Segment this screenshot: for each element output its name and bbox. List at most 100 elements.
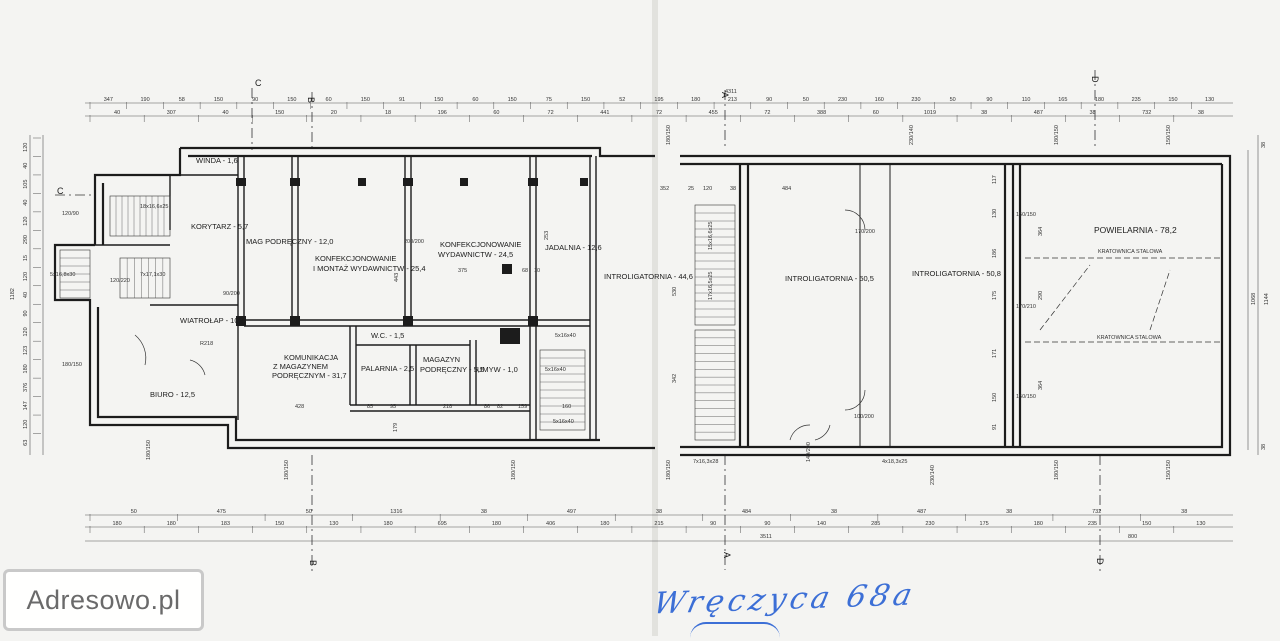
bottom-dimension-2-10: 215 — [654, 521, 663, 527]
inner-dim-160: 160 — [562, 404, 571, 410]
left-dimension-5: 290 — [23, 235, 29, 244]
bottom-dimension-2-15: 230 — [925, 521, 934, 527]
inner-dim-484: 484 — [782, 186, 791, 192]
top-dimension-2-14: 60 — [873, 110, 879, 116]
top-dimension-2-12: 72 — [764, 110, 770, 116]
top-dimension-2-18: 38 — [1089, 110, 1095, 116]
left-dimension-16: 63 — [23, 440, 29, 446]
bottom-dimension-2-0: 180 — [113, 521, 122, 527]
left-dimension-8: 40 — [23, 292, 29, 298]
stairs-label-3: 5x16,8x30 — [50, 272, 75, 278]
window-label-top-4: 230/140 — [909, 125, 915, 145]
room-powielarnia: POWIELARNIA - 78,2 — [1094, 225, 1177, 235]
bottom-dimension-7: 484 — [742, 509, 751, 515]
top-dimension-0: 347 — [104, 97, 113, 103]
top-dimension-2-1: 307 — [167, 110, 176, 116]
top-dimension-2: 58 — [179, 97, 185, 103]
top-dimension-8: 91 — [399, 97, 405, 103]
left-dimension-4: 120 — [23, 217, 29, 226]
room-konfekcjonowanie-1-line2: I MONTAŻ WYDAWNICTW - 25,4 — [313, 264, 426, 273]
opening-label-11: R218 — [200, 341, 213, 347]
inner-dim-120: 120 — [703, 186, 712, 192]
left-dimension-7: 120 — [23, 272, 29, 281]
top-dimension-27: 180 — [1095, 97, 1104, 103]
top-dimension-2-9: 441 — [600, 110, 609, 116]
bottom-dimension-8: 38 — [831, 509, 837, 515]
left-dimension-10: 120 — [23, 327, 29, 336]
top-dimension-6: 60 — [326, 97, 332, 103]
room-konfekcjonowanie-2-line2: WYDAWNICTW - 24,5 — [438, 250, 513, 259]
top-dimension-9: 150 — [434, 97, 443, 103]
window-label-bottom-2: 150/150 — [1166, 460, 1172, 480]
top-dimension-2-4: 20 — [331, 110, 337, 116]
top-dimension-12: 75 — [546, 97, 552, 103]
top-dimension-2-11: 455 — [709, 110, 718, 116]
top-dimension-1: 190 — [140, 97, 149, 103]
left-dimension-13: 376 — [23, 383, 29, 392]
room-konfekcjonowanie-2-line1: KONFEKCJONOWANIE — [440, 240, 521, 249]
top-dimension-17: 213 — [728, 97, 737, 103]
opening-label-6: 100/200 — [854, 414, 874, 420]
inner-dim-91: 91 — [992, 424, 998, 430]
top-dimension-28: 235 — [1132, 97, 1141, 103]
stairs-label-9: 7x16,3x28 — [693, 459, 718, 465]
handwritten-scribble — [690, 622, 780, 638]
stairs-label-6: 5x16x40 — [553, 419, 574, 425]
left-dimension-11: 123 — [23, 346, 29, 355]
bottom-dimension-2-7: 180 — [492, 521, 501, 527]
stairs-label-7: 15x16,6x25 — [708, 222, 714, 250]
inner-dim-364-top: 364 — [1038, 227, 1044, 236]
top-dimension-2-17: 487 — [1034, 110, 1043, 116]
inner-dim-179: 179 — [393, 423, 399, 432]
opening-label-8: 150/150 — [1016, 212, 1036, 218]
bottom-dimension-2-14: 285 — [871, 521, 880, 527]
room-wiatrolap: WIATROŁAP - 10,4 — [180, 316, 245, 325]
bottom-dimension-9: 487 — [917, 509, 926, 515]
room-introligatornia-1: INTROLIGATORNIA - 44,6 — [604, 272, 693, 281]
top-dimension-5: 150 — [287, 97, 296, 103]
bottom-dimension-2-12: 90 — [764, 521, 770, 527]
section-marks — [55, 70, 1101, 575]
room-palarnia: PALARNIA - 2,5 — [361, 364, 414, 373]
top-dimension-3: 150 — [214, 97, 223, 103]
bottom-dimension-2-3: 150 — [275, 521, 284, 527]
opening-label-12: 140/200 — [806, 442, 812, 462]
inner-dim-218: 218 — [443, 404, 452, 410]
room-introligatornia-2: INTROLIGATORNIA - 50,5 — [785, 274, 874, 283]
bottom-dimension-2-4: 130 — [329, 521, 338, 527]
top-dimension-11: 150 — [508, 97, 517, 103]
top-dimension-10: 60 — [472, 97, 478, 103]
bottom-dimension-12: 38 — [1181, 509, 1187, 515]
inner-dim-175: 175 — [992, 291, 998, 300]
inner-dim-375: 375 — [458, 268, 467, 274]
inner-dim-443: 443 — [394, 273, 400, 282]
top-dimension-2-13: 388 — [817, 110, 826, 116]
inner-dim-117: 117 — [992, 175, 998, 184]
bottom-dimension-6: 38 — [656, 509, 662, 515]
stairs-label-2: 7x17,1x30 — [140, 272, 165, 278]
section-mark-d-bottom: D — [1095, 558, 1105, 565]
top-dimension-22: 230 — [911, 97, 920, 103]
top-dimension-24: 90 — [986, 97, 992, 103]
bottom-dimension-3: 1316 — [390, 509, 402, 515]
top-dimension-2-15: 1019 — [924, 110, 936, 116]
section-mark-a-top: A — [720, 92, 730, 98]
opening-label-9: 180/150 — [62, 362, 82, 368]
window-label-bottom-5: 180/150 — [666, 460, 672, 480]
window-label-top-3: 180/150 — [666, 125, 672, 145]
stairs-label-5: 5x16x40 — [545, 367, 566, 373]
inner-dim-25: 25 — [688, 186, 694, 192]
room-wc: W.C. - 1,5 — [371, 331, 404, 340]
top-dimension-2-7: 60 — [493, 110, 499, 116]
bottom-dimension-2-18: 235 — [1088, 521, 1097, 527]
inner-dim-428: 428 — [295, 404, 304, 410]
right-dimension-1: 38 — [1261, 142, 1267, 148]
opening-label-1: 120/90 — [62, 211, 79, 217]
left-total-dimension: 1182 — [10, 288, 16, 300]
opening-label-2: 120/220 — [110, 278, 130, 284]
bottom-dimension-2-9: 180 — [600, 521, 609, 527]
room-mag-podreczny: MAG PODRĘCZNY - 12,0 — [246, 237, 333, 246]
room-magazyn-line2: PODRĘCZNY - 5,5 — [420, 365, 484, 374]
room-korytarz: KORYTARZ - 5,7 — [191, 222, 248, 231]
room-umywalnia: UMYW - 1,0 — [477, 365, 518, 374]
